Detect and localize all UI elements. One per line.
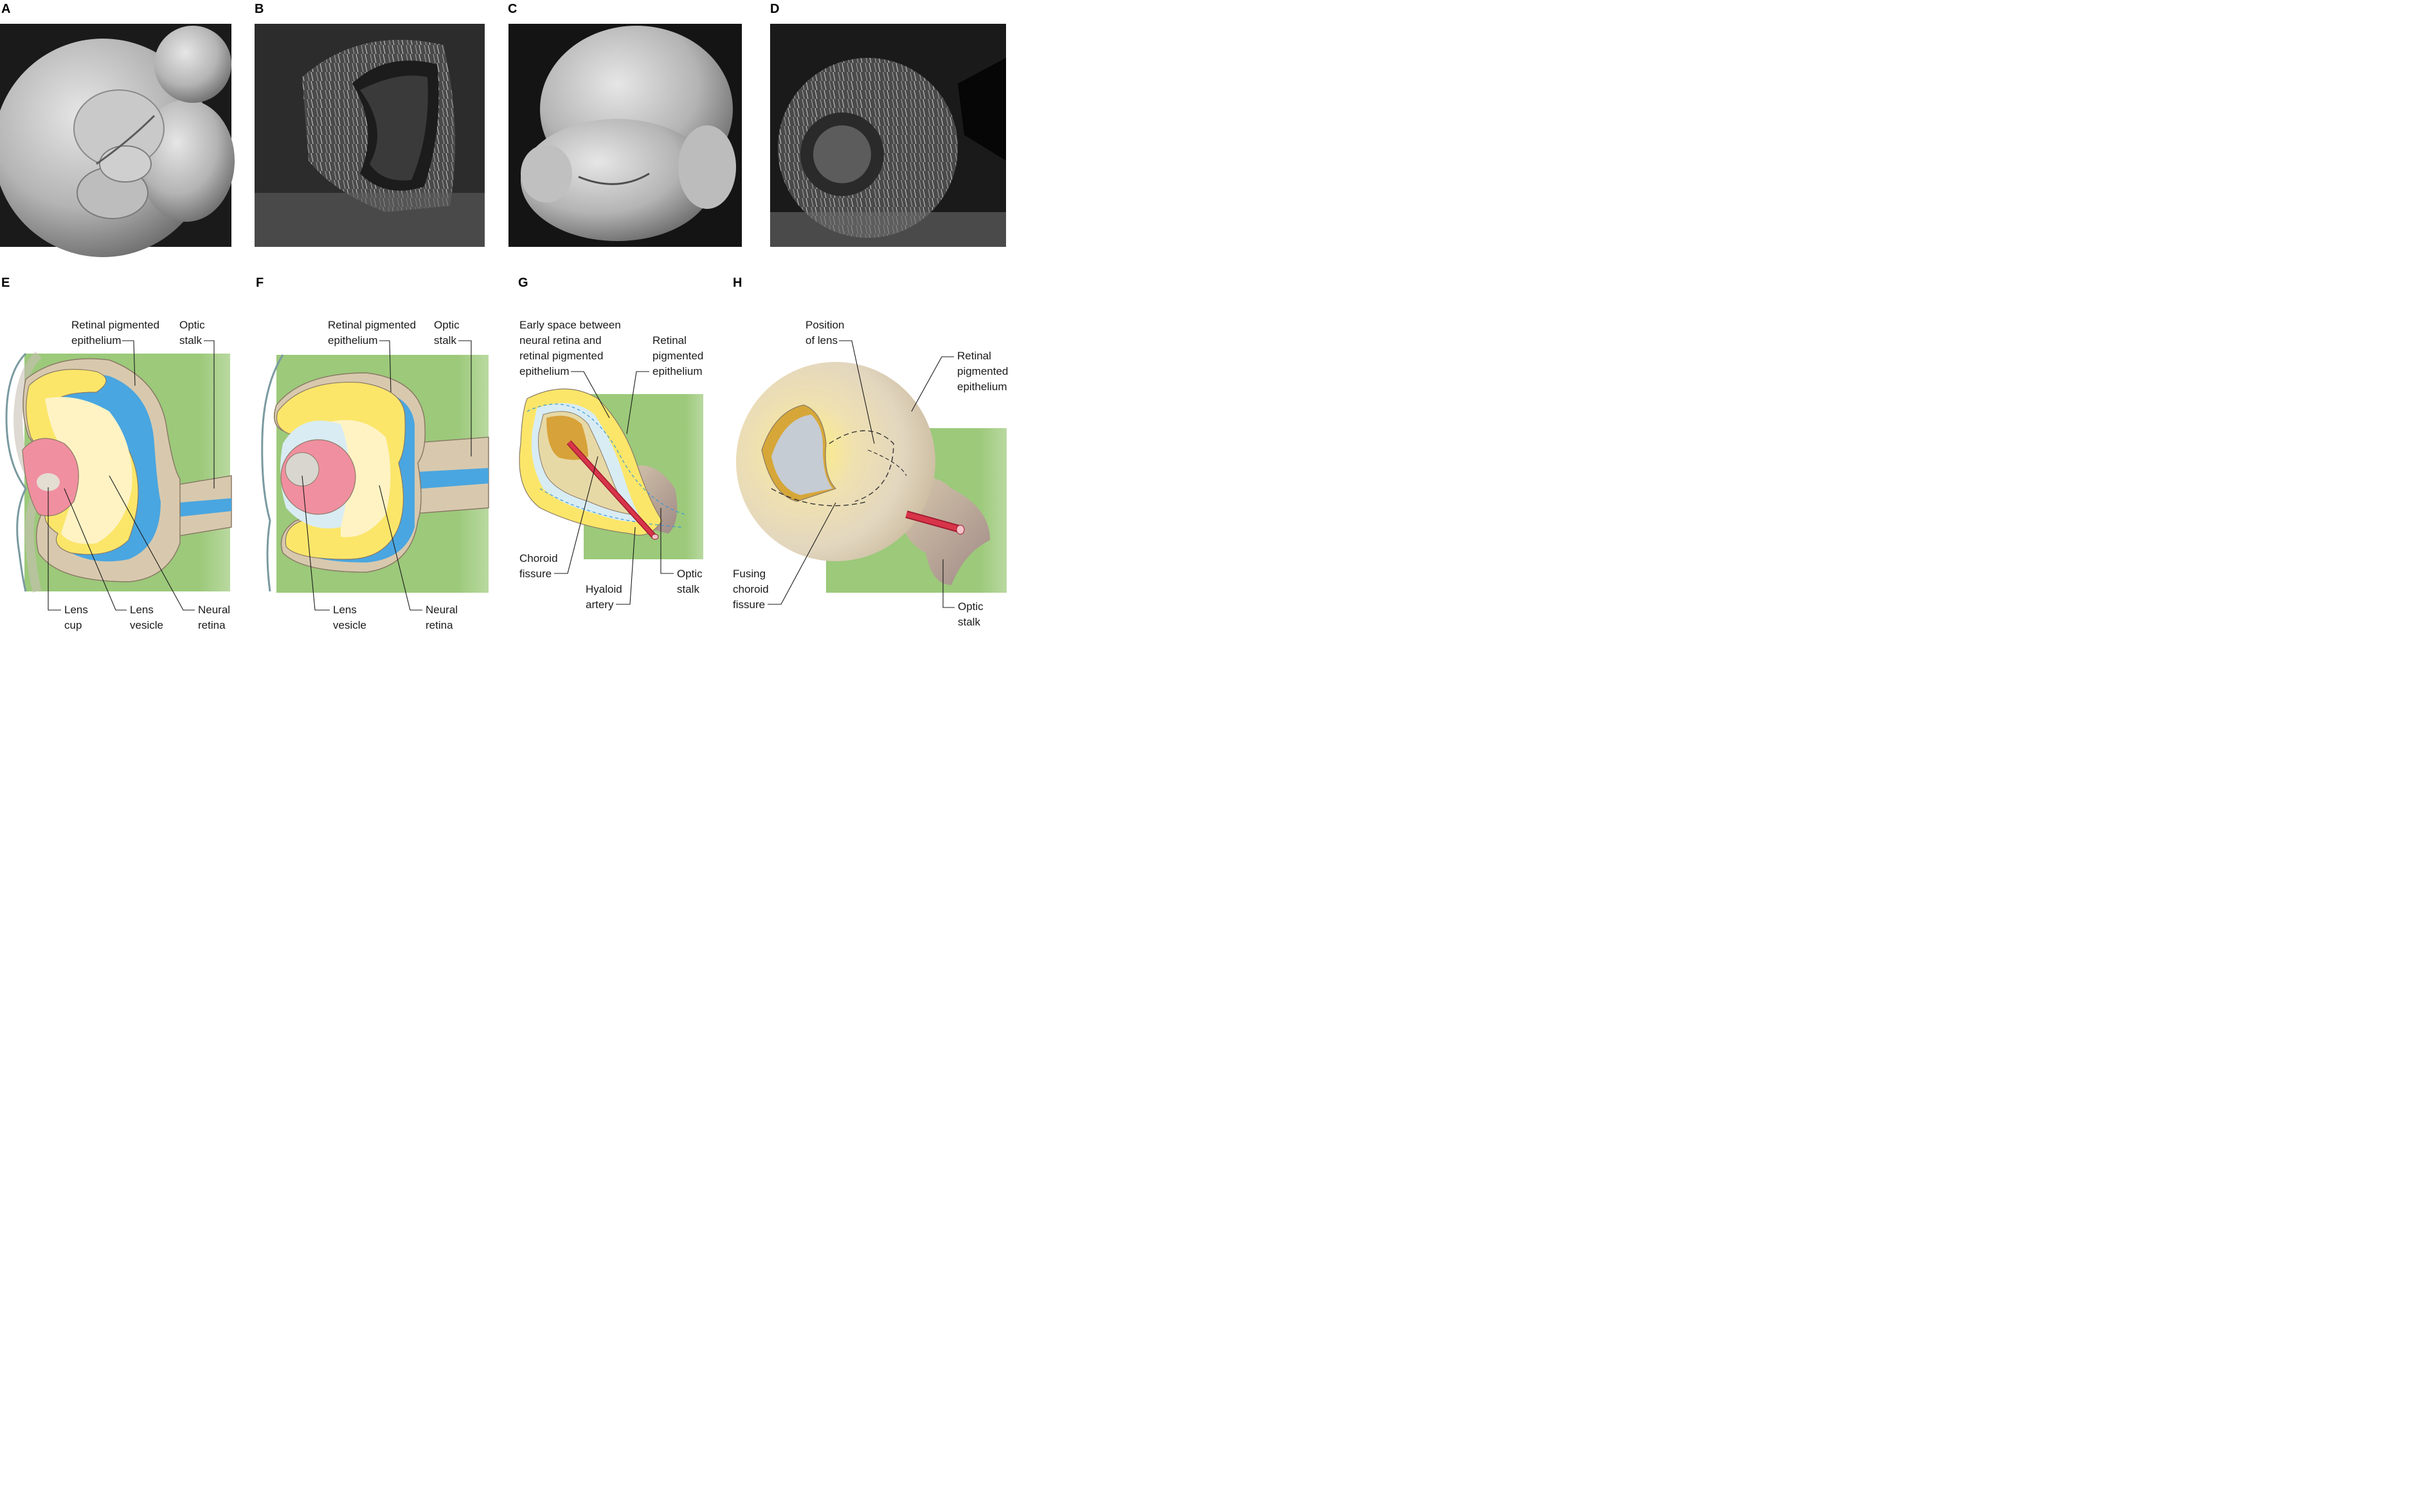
label-f-stalk-line1: Optic: [434, 319, 460, 331]
panel-letter-a: A: [1, 2, 10, 16]
label-f-rpe-line1: Retinal pigmented: [328, 319, 416, 331]
label-f-vesicle-line1: Lens: [333, 604, 357, 616]
label-g-space-line4: epithelium: [519, 365, 570, 377]
label-e-retina-line1: Neural: [198, 604, 230, 616]
label-e-stalk-line1: Optic: [179, 319, 205, 331]
label-g-hyaloid-line1: Hyaloid: [586, 583, 622, 595]
diagram-g: [519, 388, 703, 559]
label-f-lens-vesicle: Lens vesicle: [301, 475, 366, 631]
label-e-vesicle-line1: Lens: [130, 604, 154, 616]
label-f-stalk: Optic stalk: [434, 319, 472, 456]
sem-image-c: [508, 24, 742, 247]
label-g-choroid-line2: fissure: [519, 568, 552, 580]
label-f-rpe: Retinal pigmented epithelium: [328, 319, 416, 393]
label-e-rpe-line1: Retinal pigmented: [71, 319, 159, 331]
label-e-lens-cup: Lens cup: [48, 487, 88, 631]
sem-image-a: [0, 24, 235, 257]
label-h-fissure-line1: Fusing: [733, 568, 766, 580]
diagram-f: [261, 354, 489, 593]
label-g-hyaloid-line2: artery: [586, 598, 614, 611]
label-h-rpe: Retinal pigmented epithelium: [911, 350, 1008, 412]
label-g-stalk-line1: Optic: [677, 568, 703, 580]
panel-letter-c: C: [508, 2, 517, 16]
label-f-retina-line1: Neural: [426, 604, 458, 616]
label-h-rpe-line2: pigmented: [957, 365, 1008, 377]
label-f-neural-retina: Neural retina: [379, 485, 458, 631]
label-h-fusing-choroid-fissure: Fusing choroid fissure: [733, 502, 836, 611]
label-e-rpe: Retinal pigmented epithelium: [71, 319, 159, 386]
label-g-choroid-fissure: Choroid fissure: [519, 456, 598, 580]
label-h-fissure-line2: choroid: [733, 583, 769, 595]
diagram-e: [5, 351, 232, 593]
label-h-stalk-line2: stalk: [958, 616, 980, 628]
label-g-space-line1: Early space between: [519, 319, 621, 331]
label-e-cup-line2: cup: [64, 619, 82, 631]
panel-letter-e: E: [1, 276, 10, 290]
label-e-lens-vesicle: Lens vesicle: [64, 488, 163, 631]
label-h-lens-line1: Position: [805, 319, 844, 331]
panel-letter-h: H: [733, 276, 742, 290]
label-g-optic-stalk: Optic stalk: [660, 508, 703, 595]
sem-image-d: [770, 24, 1006, 247]
label-e-neural-retina: Neural retina: [109, 475, 230, 631]
figure: A B C D E F G H: [0, 2, 1008, 631]
panel-letter-f: F: [256, 276, 264, 290]
panel-letter-d: D: [770, 2, 779, 16]
label-g-rpe-line1: Retinal: [652, 334, 687, 346]
panel-letter-g: G: [518, 276, 528, 290]
label-f-rpe-line2: epithelium: [328, 334, 378, 346]
label-f-retina-line2: retina: [426, 619, 453, 631]
label-h-lens-line2: of lens: [805, 334, 838, 346]
label-g-stalk-line2: stalk: [677, 583, 699, 595]
label-h-rpe-line3: epithelium: [957, 381, 1007, 393]
label-f-stalk-line2: stalk: [434, 334, 456, 346]
sem-image-b: [255, 24, 485, 247]
label-h-rpe-line1: Retinal: [957, 350, 991, 362]
label-f-vesicle-line2: vesicle: [333, 619, 366, 631]
label-e-retina-line2: retina: [198, 619, 226, 631]
label-g-rpe-line2: pigmented: [652, 350, 703, 362]
label-h-fissure-line3: fissure: [733, 598, 765, 611]
label-h-position-of-lens: Position of lens: [805, 319, 875, 444]
label-e-vesicle-line2: vesicle: [130, 619, 163, 631]
label-e-stalk-line2: stalk: [179, 334, 202, 346]
label-g-rpe-line3: epithelium: [652, 365, 703, 377]
label-h-stalk-line1: Optic: [958, 600, 984, 613]
label-e-stalk: Optic stalk: [179, 319, 215, 489]
label-g-choroid-line1: Choroid: [519, 552, 558, 564]
label-g-early-space: Early space between neural retina and re…: [519, 319, 621, 419]
label-g-space-line3: retinal pigmented: [519, 350, 603, 362]
label-e-rpe-line2: epithelium: [71, 334, 121, 346]
label-g-hyaloid-artery: Hyaloid artery: [586, 526, 636, 611]
diagram-h: [736, 362, 1007, 593]
label-g-space-line2: neural retina and: [519, 334, 602, 346]
panel-letter-b: B: [255, 2, 264, 16]
label-g-rpe: Retinal pigmented epithelium: [626, 334, 703, 435]
label-e-cup-line1: Lens: [64, 604, 88, 616]
label-h-optic-stalk: Optic stalk: [942, 559, 984, 628]
